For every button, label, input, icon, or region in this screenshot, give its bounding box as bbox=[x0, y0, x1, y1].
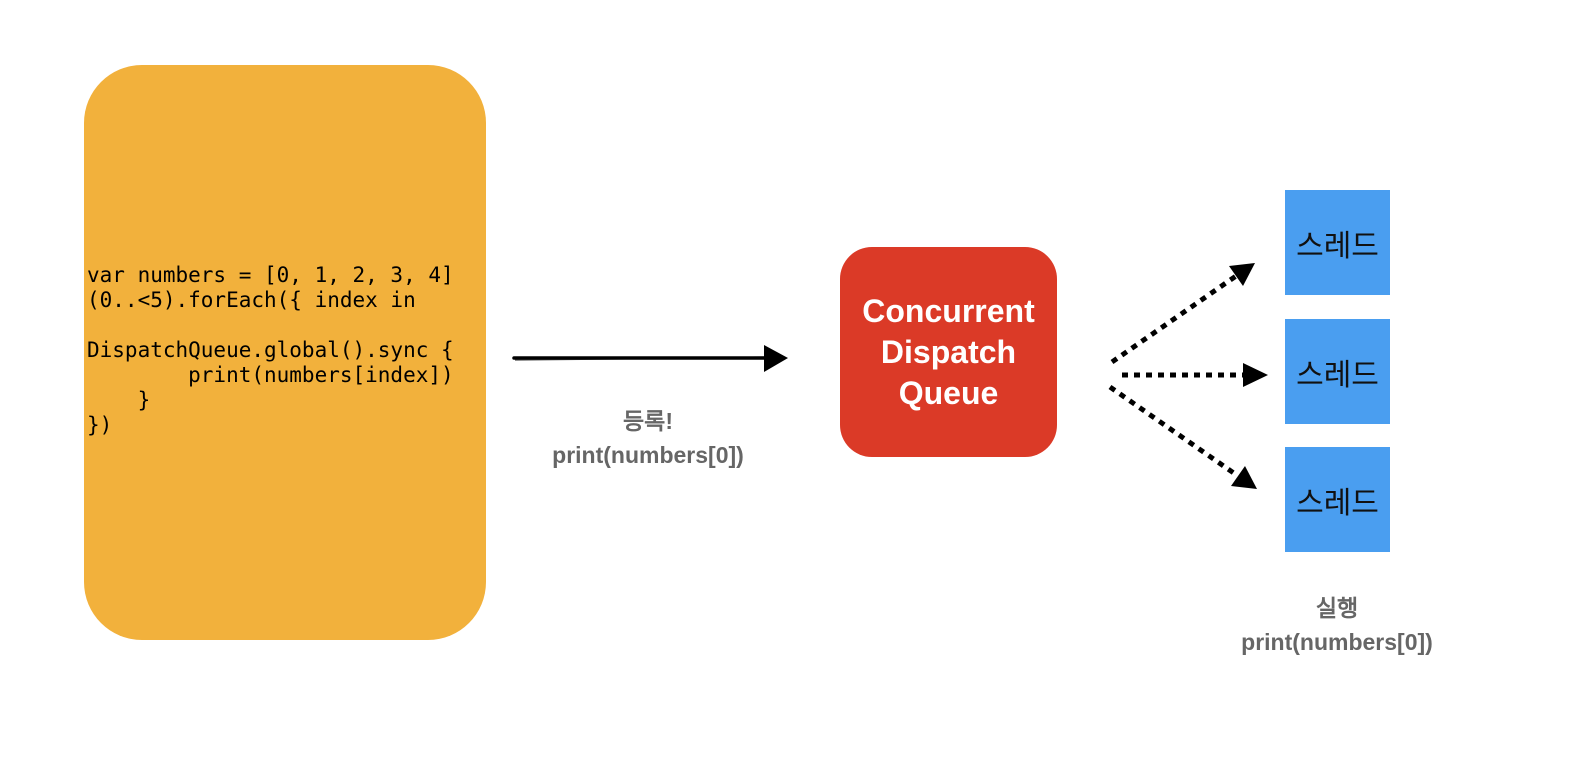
dispatch-arrow-top bbox=[1110, 263, 1255, 365]
queue-label-line: Dispatch bbox=[880, 333, 1017, 370]
thread-label: 스레드 bbox=[1296, 485, 1379, 521]
thread-label: 스레드 bbox=[1296, 228, 1379, 264]
concurrent-dispatch-queue: Concurrent Dispatch Queue bbox=[840, 247, 1057, 457]
execute-caption: 실행 print(numbers[0]) bbox=[1219, 591, 1455, 659]
register-arrow bbox=[512, 345, 788, 372]
execute-caption-code: print(numbers[0]) bbox=[1241, 629, 1433, 655]
queue-label: Concurrent Dispatch Queue bbox=[862, 291, 1034, 414]
code-line: DispatchQueue.global().sync { bbox=[87, 338, 454, 362]
code-line: print(numbers[index]) bbox=[87, 363, 454, 387]
code-text: var numbers = [0, 1, 2, 3, 4] (0..<5).fo… bbox=[87, 263, 454, 438]
queue-label-line: Concurrent bbox=[862, 292, 1035, 329]
queue-label-line: Queue bbox=[898, 374, 999, 411]
code-block: var numbers = [0, 1, 2, 3, 4] (0..<5).fo… bbox=[84, 65, 486, 640]
code-line: }) bbox=[87, 413, 113, 437]
register-caption-title: 등록! bbox=[623, 408, 673, 434]
code-line: (0..<5).forEach({ index in bbox=[87, 288, 416, 312]
execute-caption-title: 실행 bbox=[1315, 595, 1359, 621]
dispatch-arrow-middle bbox=[1122, 363, 1268, 387]
thread-label: 스레드 bbox=[1296, 357, 1379, 393]
code-line: var numbers = [0, 1, 2, 3, 4] bbox=[87, 263, 454, 287]
code-line: } bbox=[87, 388, 151, 412]
thread-box-3: 스레드 bbox=[1285, 447, 1390, 552]
register-caption-code: print(numbers[0]) bbox=[552, 442, 744, 468]
thread-box-1: 스레드 bbox=[1285, 190, 1390, 295]
register-caption: 등록! print(numbers[0]) bbox=[530, 404, 766, 472]
thread-box-2: 스레드 bbox=[1285, 319, 1390, 424]
dispatch-arrow-bottom bbox=[1108, 384, 1257, 489]
